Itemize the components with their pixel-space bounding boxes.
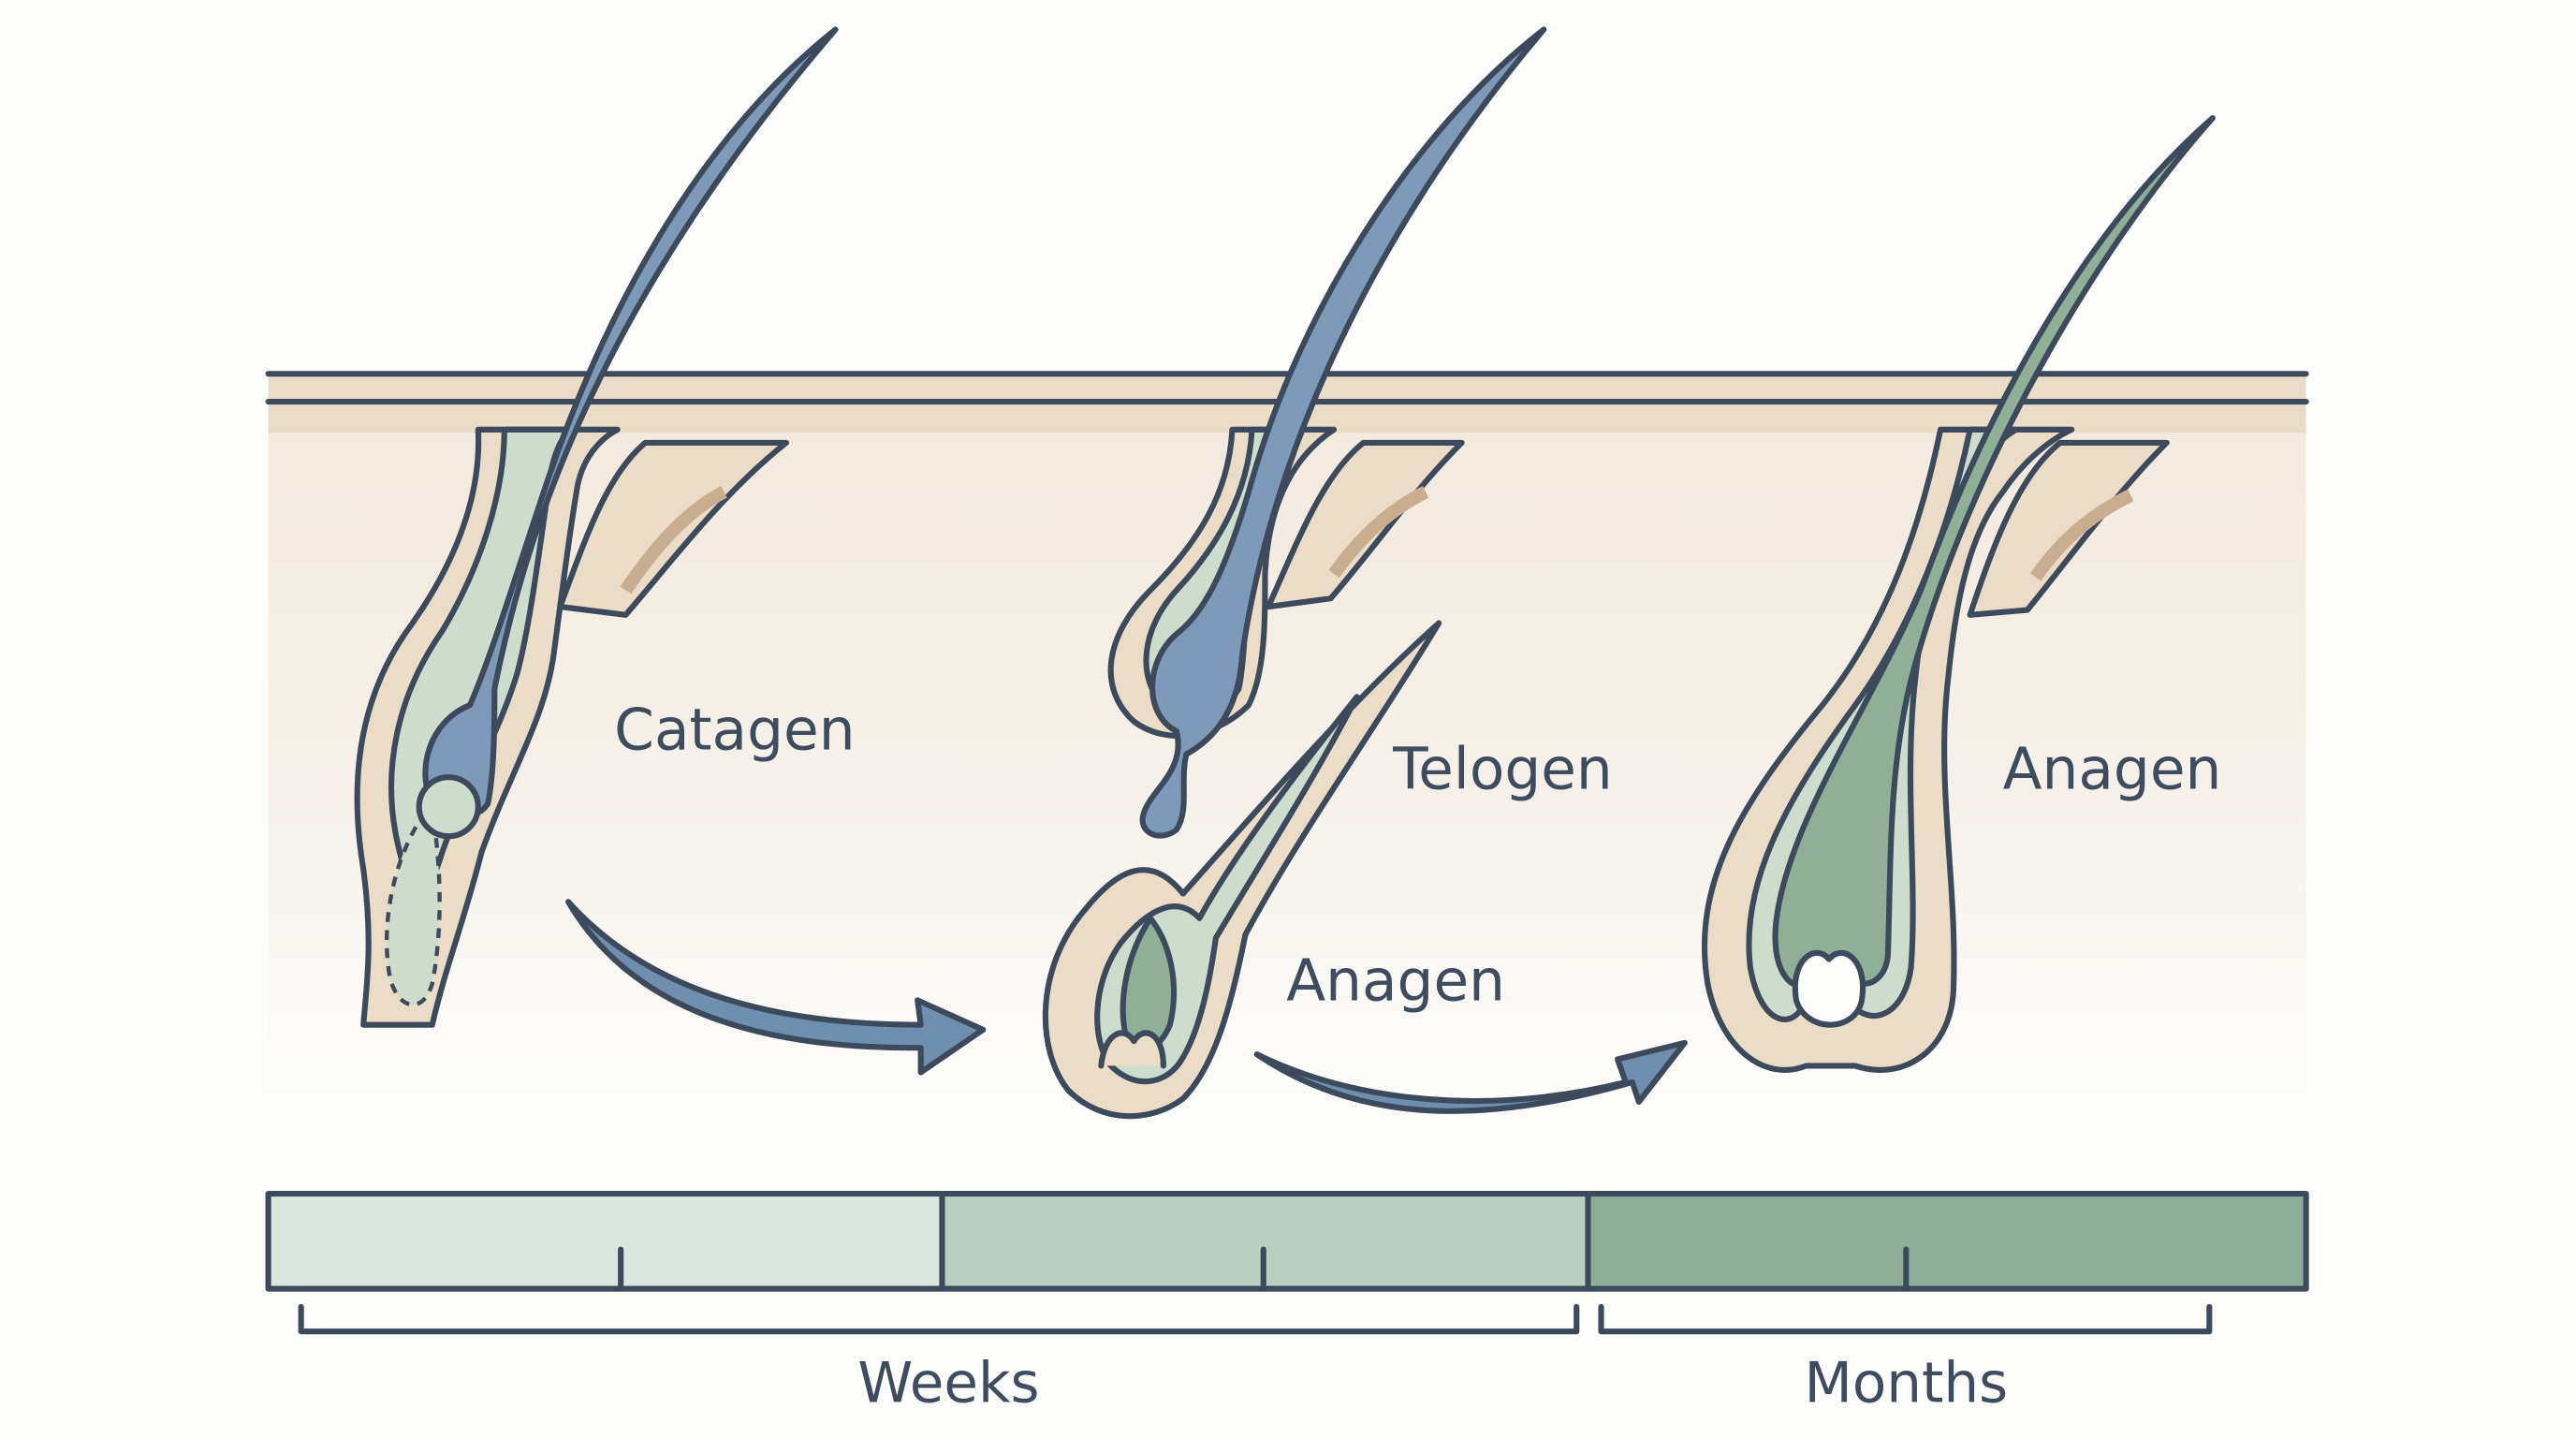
telogen-sebaceous-gland xyxy=(1265,439,1465,610)
label-anagen-early: Anagen xyxy=(1286,947,1505,1014)
anagen-sebaceous-gland xyxy=(1967,439,2170,618)
follicle-early-anagen xyxy=(1042,620,1442,1120)
timeline-bar xyxy=(265,1190,2309,1292)
catagen-bulb xyxy=(416,774,481,840)
follicle-anagen xyxy=(1702,115,2216,1073)
catagen-club xyxy=(384,809,442,1007)
label-catagen: Catagen xyxy=(614,697,855,763)
telogen-hair-shaft xyxy=(1139,26,1547,839)
anagen-papilla xyxy=(1792,949,1866,1028)
anagen-arrector-muscle xyxy=(2029,489,2134,581)
timeline-segment-dark xyxy=(1588,1194,2306,1289)
catagen-arrector-muscle xyxy=(620,486,727,594)
timeline-segment-light xyxy=(268,1194,943,1289)
curved-arrow-icon xyxy=(1253,1039,1688,1114)
curved-arrow-icon xyxy=(565,899,987,1076)
timeline-weeks-label: Weeks xyxy=(857,1351,1039,1416)
timeline-months-label: Months xyxy=(1804,1351,2008,1416)
early-anagen-papilla xyxy=(1098,1030,1166,1069)
label-anagen-full: Anagen xyxy=(2003,736,2222,802)
follicle-telogen xyxy=(1107,26,1547,839)
months-bracket xyxy=(1598,1303,2213,1335)
weeks-bracket xyxy=(298,1303,1580,1335)
telogen-arrector-muscle xyxy=(1328,486,1429,579)
label-telogen: Telogen xyxy=(1392,736,1613,802)
follicle-catagen xyxy=(354,26,839,1028)
